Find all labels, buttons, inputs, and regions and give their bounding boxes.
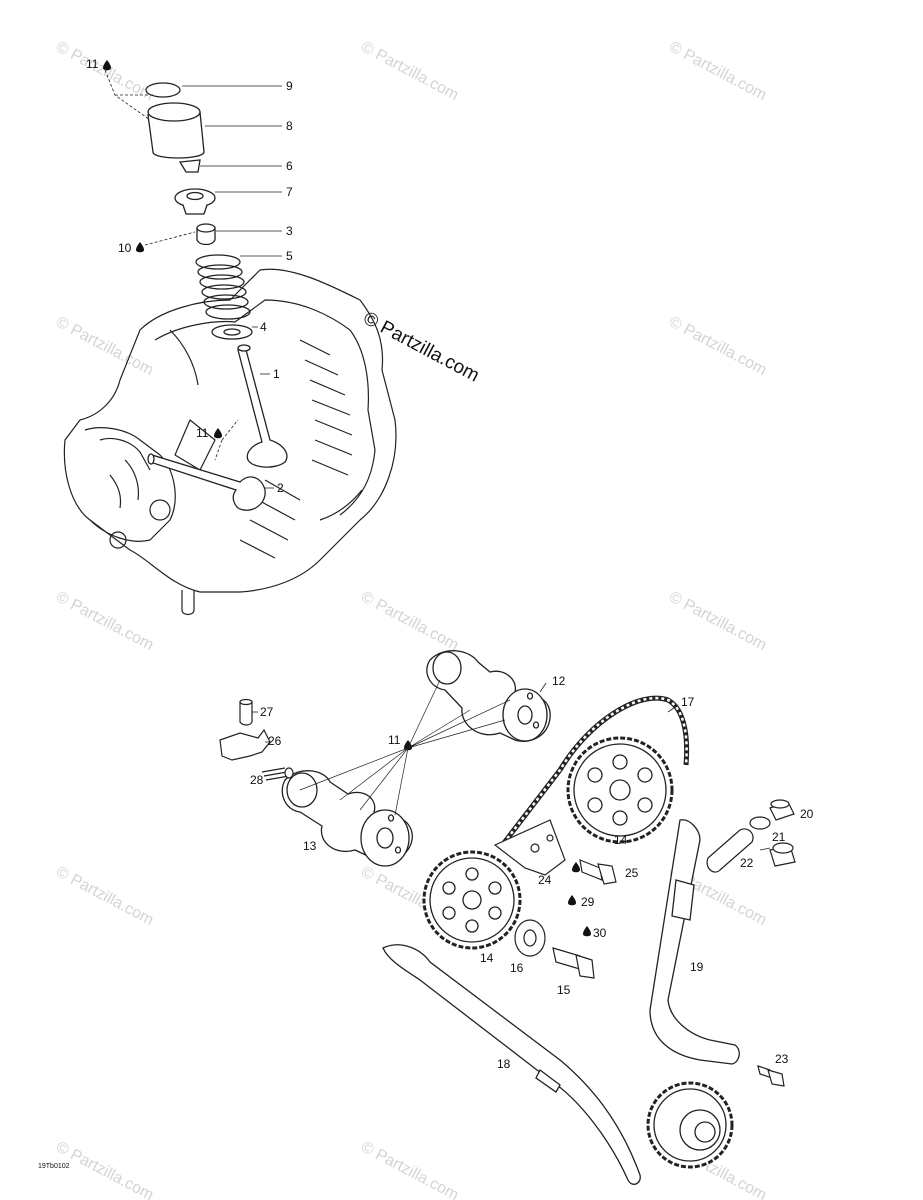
washer-16 bbox=[514, 919, 546, 957]
callout-label: 29 bbox=[581, 895, 595, 909]
bolt-15 bbox=[552, 947, 595, 979]
callout-lines-top bbox=[182, 85, 282, 489]
callout-label: 2 bbox=[277, 481, 284, 495]
crankshaft-sprocket bbox=[646, 1081, 734, 1169]
oil-drop-icon bbox=[583, 926, 591, 937]
watermark-text: © Partzilla.com bbox=[358, 589, 461, 655]
valve-shim bbox=[145, 82, 181, 98]
cam-sprocket-lower bbox=[422, 850, 522, 950]
callout-label: 8 bbox=[286, 119, 293, 133]
callout-label: 14 bbox=[614, 833, 628, 847]
valve-train bbox=[145, 82, 288, 511]
chain-guide-24 bbox=[493, 819, 566, 876]
camshaft-12 bbox=[426, 650, 551, 742]
decompressor-spring bbox=[261, 767, 290, 781]
callout-label: 25 bbox=[625, 866, 639, 880]
callout-label: 20 bbox=[800, 807, 814, 821]
callout-label: 14 bbox=[480, 951, 494, 965]
callout-lines-bottom bbox=[252, 682, 771, 851]
watermark-text: © Partzilla.com bbox=[53, 589, 156, 655]
oil-drop-icon bbox=[103, 60, 111, 71]
cam-sprocket-upper bbox=[566, 736, 674, 844]
callout-label: 7 bbox=[286, 185, 293, 199]
oil-drop-icon bbox=[572, 862, 580, 873]
oil-drop-icon bbox=[568, 895, 576, 906]
intake-valve bbox=[237, 345, 288, 468]
callout-label: 16 bbox=[510, 961, 524, 975]
callout-label: 1 bbox=[273, 367, 280, 381]
callout-label: 12 bbox=[552, 674, 566, 688]
watermark-text: © Partzilla.com bbox=[358, 39, 461, 105]
watermark-text: © Partzilla.com bbox=[53, 39, 156, 105]
callout-label: 22 bbox=[740, 856, 754, 870]
dowel-pin bbox=[239, 701, 253, 726]
callouts: 9 8 6 7 3 5 4 1 2 11 10 11 12 17 11 27 2… bbox=[86, 57, 814, 1071]
callout-label: 11 bbox=[196, 426, 209, 440]
callout-label: 28 bbox=[250, 773, 264, 787]
oil-drop-icon bbox=[214, 428, 222, 439]
center-watermark: © Partzilla.com bbox=[360, 308, 483, 387]
bolt-23 bbox=[757, 1065, 785, 1087]
oil-drop-icons bbox=[103, 60, 591, 937]
watermark-text: © Partzilla.com bbox=[666, 589, 769, 655]
tensioner-parts bbox=[706, 799, 796, 873]
callout-label: 23 bbox=[775, 1052, 789, 1066]
callout-label: 18 bbox=[497, 1057, 511, 1071]
tensioner-guide-19 bbox=[649, 819, 740, 1065]
callout-label: 6 bbox=[286, 159, 293, 173]
decompressor-lever bbox=[219, 728, 271, 761]
timing-chain bbox=[498, 695, 690, 850]
callout-label: 11 bbox=[86, 57, 99, 71]
small-parts-left bbox=[219, 698, 294, 781]
leader-lines-top bbox=[104, 69, 239, 461]
watermark-text: © Partzilla.com bbox=[358, 1139, 461, 1200]
valve-tappet bbox=[147, 111, 205, 159]
watermark-text: © Partzilla.com bbox=[666, 314, 769, 380]
callout-label: 13 bbox=[303, 839, 317, 853]
bolt-25 bbox=[579, 859, 617, 885]
callout-label: 11 bbox=[388, 733, 401, 747]
valve-keepers bbox=[178, 159, 201, 173]
callout-label: 3 bbox=[286, 224, 293, 238]
watermark-text: © Partzilla.com bbox=[666, 39, 769, 105]
watermark-text: © Partzilla.com bbox=[53, 314, 156, 380]
exhaust-valve bbox=[149, 454, 266, 511]
diagram-code: 19Tb0102 bbox=[38, 1163, 70, 1170]
callout-label: 5 bbox=[286, 249, 293, 263]
tensioner-plunger bbox=[706, 828, 754, 873]
callout-label: 30 bbox=[593, 926, 607, 940]
callout-label: 17 bbox=[681, 695, 695, 709]
callout-label: 9 bbox=[286, 79, 293, 93]
cam-leaders bbox=[299, 679, 511, 816]
oil-drop-icon bbox=[136, 242, 144, 253]
valve-spring bbox=[195, 254, 251, 320]
callout-label: 19 bbox=[690, 960, 704, 974]
chain-guide-18 bbox=[382, 944, 641, 1185]
camshaft-13 bbox=[281, 770, 413, 867]
watermark-text: © Partzilla.com bbox=[53, 864, 156, 930]
callout-label: 27 bbox=[260, 705, 274, 719]
callout-label: 24 bbox=[538, 873, 552, 887]
callout-label: 15 bbox=[557, 983, 571, 997]
tensioner-gasket bbox=[749, 816, 771, 830]
callout-label: 26 bbox=[268, 734, 282, 748]
callout-label: 4 bbox=[260, 320, 267, 334]
cylinder-head bbox=[63, 268, 397, 616]
callout-label: 21 bbox=[772, 830, 786, 844]
callout-label: 10 bbox=[118, 241, 132, 255]
